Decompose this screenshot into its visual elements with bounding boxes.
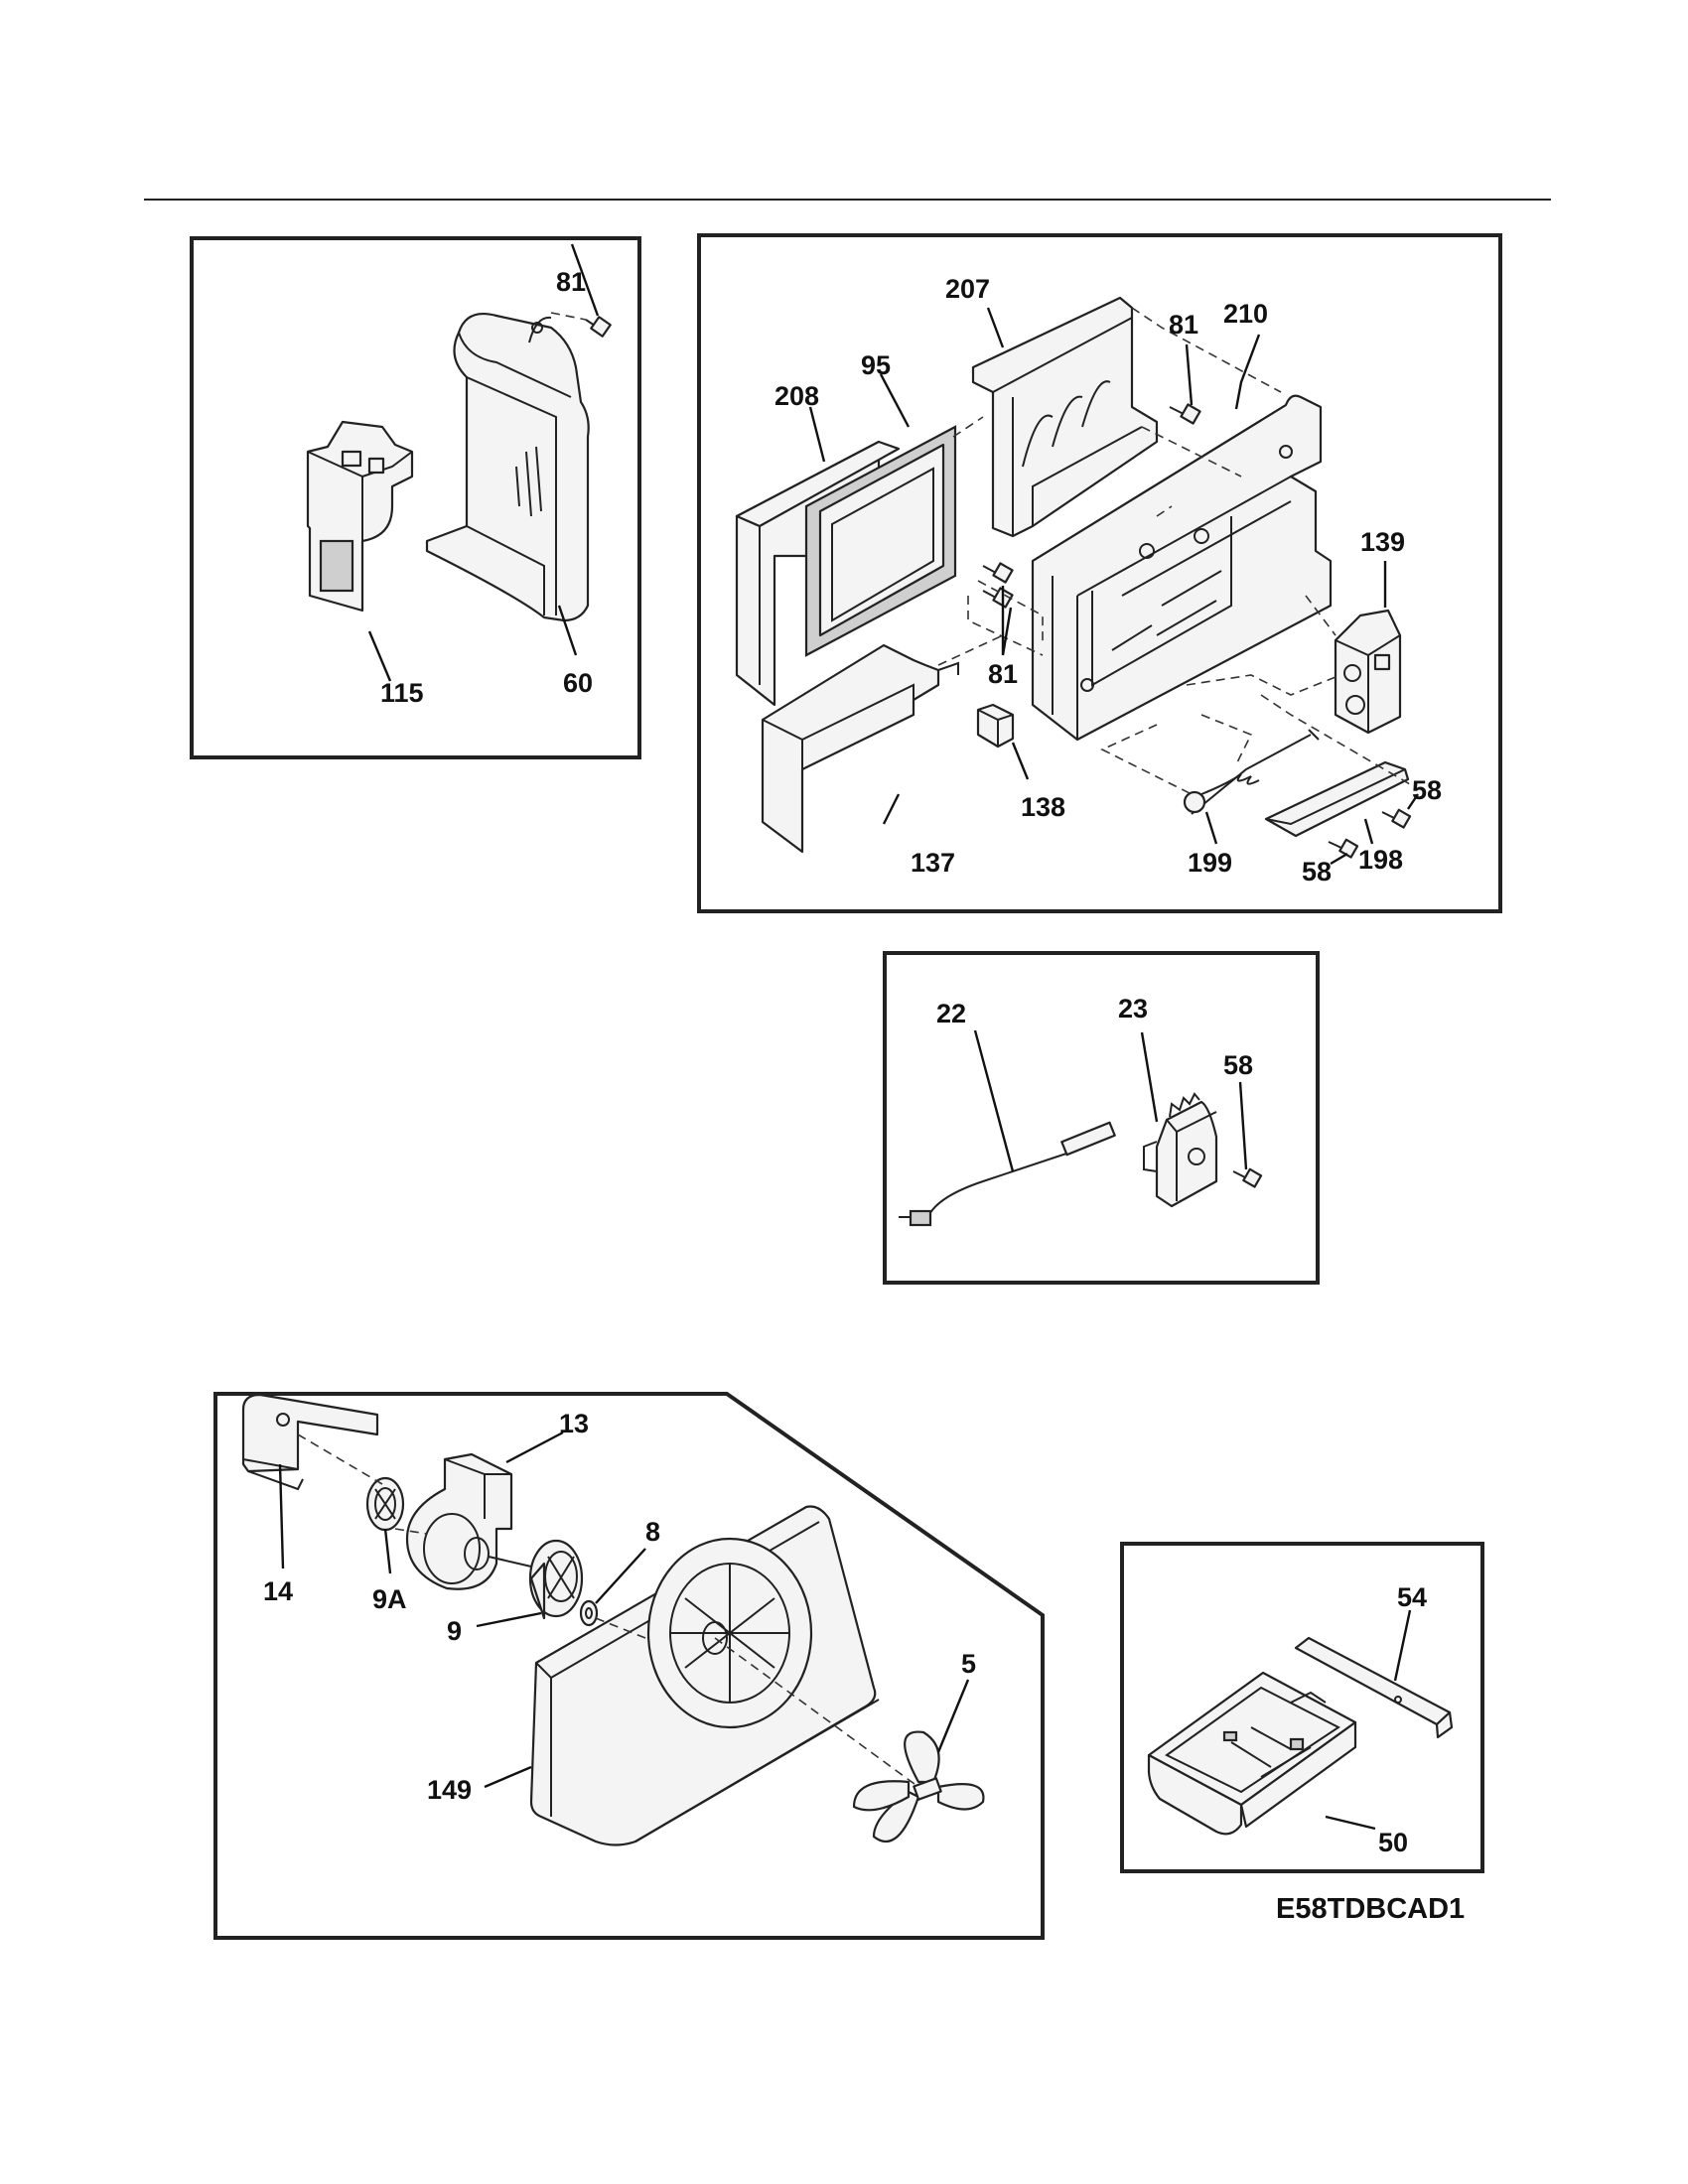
part-210-housing (1031, 394, 1333, 742)
part-14-bracket (241, 1393, 379, 1491)
part-199-heater (1183, 729, 1320, 815)
label-81: 81 (556, 267, 586, 297)
part-9-wheel (528, 1539, 584, 1620)
screw-81-icon (550, 312, 612, 338)
label-198: 198 (1358, 845, 1403, 875)
part-22-sensor (899, 1121, 1116, 1227)
label-58: 58 (1223, 1050, 1253, 1080)
part-95-filter (804, 425, 957, 657)
label-139: 139 (1360, 527, 1405, 557)
label-23: 23 (1118, 994, 1148, 1024)
label-210: 210 (1223, 299, 1268, 329)
panel-5: 54 50 (1120, 1542, 1484, 1873)
label-5: 5 (961, 1649, 976, 1679)
part-9a-wheel (365, 1476, 405, 1532)
diagram-code: E58TDBCAD1 (1276, 1893, 1465, 1925)
part-5-fan-blade (852, 1730, 985, 1843)
part-137-unit (761, 643, 959, 854)
label-8: 8 (645, 1517, 660, 1547)
label-14: 14 (263, 1576, 293, 1606)
label-54: 54 (1397, 1582, 1427, 1612)
screw-58-icon (1328, 808, 1412, 859)
label-208: 208 (774, 381, 819, 411)
screw-81-icon (982, 562, 1014, 609)
part-54-rail (1294, 1636, 1454, 1739)
part-50-tray (1147, 1671, 1357, 1836)
label-58: 58 (1302, 857, 1332, 887)
panel-1: 81 115 60 (190, 236, 641, 759)
part-198-cover (1264, 760, 1410, 838)
part-115-module (306, 420, 414, 613)
part-207-bracket (971, 296, 1159, 538)
label-60: 60 (563, 668, 593, 698)
label-81: 81 (1169, 310, 1198, 340)
label-81: 81 (988, 659, 1018, 689)
panel-3: 22 23 58 (883, 951, 1320, 1285)
label-207: 207 (945, 274, 990, 304)
part-60-housing (425, 312, 590, 622)
part-138-clip (976, 703, 1015, 749)
label-95: 95 (861, 350, 891, 380)
label-115: 115 (380, 678, 424, 708)
label-138: 138 (1021, 792, 1065, 822)
label-9a: 9A (372, 1584, 407, 1614)
label-199: 199 (1188, 848, 1232, 878)
label-50: 50 (1378, 1828, 1408, 1857)
panel-2: 207 81 210 208 95 139 81 138 137 199 58 … (697, 233, 1502, 913)
screw-81-icon (1169, 403, 1201, 425)
part-8-washer (579, 1599, 599, 1627)
part-149-shroud (529, 1505, 880, 1846)
part-139-switch (1334, 609, 1402, 735)
part-13-motor (405, 1452, 532, 1590)
part-23-cover (1143, 1092, 1218, 1208)
label-22: 22 (936, 999, 966, 1028)
screw-58-icon (1232, 1167, 1263, 1188)
label-13: 13 (559, 1409, 589, 1438)
label-58: 58 (1412, 775, 1442, 805)
label-9: 9 (447, 1616, 462, 1646)
panel-4: 13 8 14 9A 9 5 149 (213, 1392, 1045, 1940)
label-137: 137 (911, 848, 955, 878)
label-149: 149 (427, 1775, 472, 1805)
